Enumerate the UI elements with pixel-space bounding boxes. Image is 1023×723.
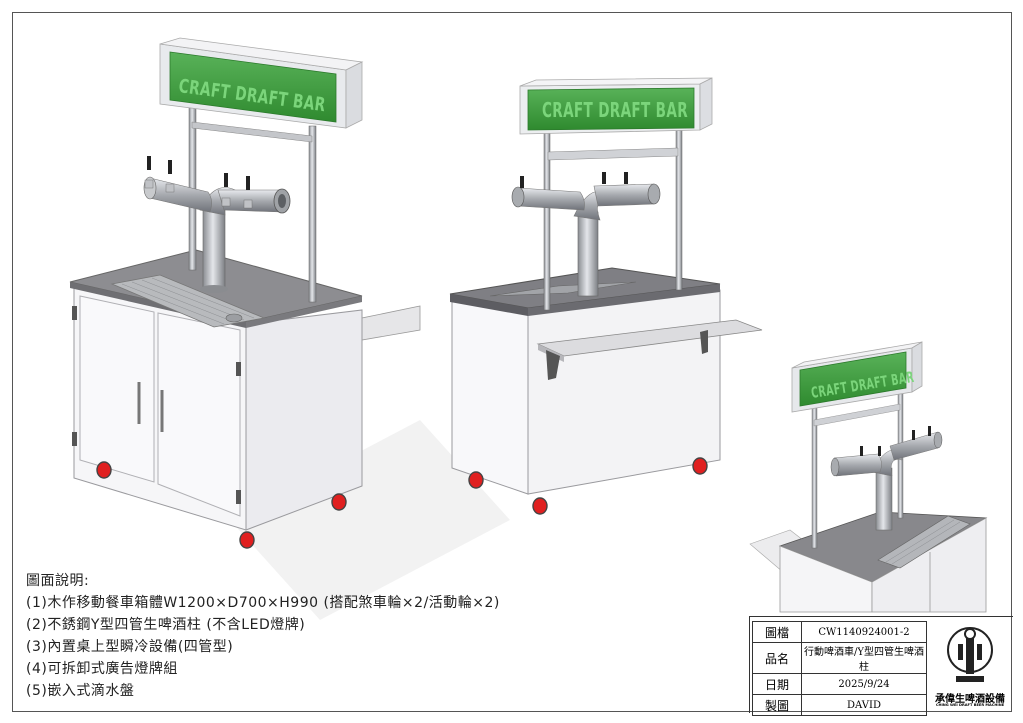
- product-value: 行動啤酒車/Y型四管生啤酒柱: [801, 642, 927, 674]
- drawing-border: [12, 12, 1012, 712]
- table-row: 製圖 DAVID: [752, 694, 927, 716]
- company-logo: 承偉生啤酒設備 CHING WEI DRAFT BEER MACHINE: [930, 620, 1010, 710]
- cart-left: CRAFT DRAFT BAR: [69, 37, 510, 620]
- beer-tap-logo-icon: [947, 627, 993, 682]
- product-label: 品名: [752, 642, 802, 674]
- note-item: (3)內置桌上型瞬冷設備(四管型): [26, 639, 234, 655]
- title-block: 圖檔 CW1140924001-2 品名 行動啤酒車/Y型四管生啤酒柱 日期 2…: [749, 616, 1013, 716]
- cart-right: CRAFT DRAFT BAR: [749, 341, 988, 613]
- table-row: 品名 行動啤酒車/Y型四管生啤酒柱: [752, 642, 927, 674]
- date-label: 日期: [752, 673, 802, 695]
- logo-company-subtitle: CHING WEI DRAFT BEER MACHINE: [935, 703, 1005, 707]
- wheels-middle: [468, 457, 708, 515]
- file-label: 圖檔: [752, 621, 802, 643]
- note-item: (1)木作移動餐車箱體W1200×D700×H990 (搭配煞車輪×2/活動輪×…: [26, 595, 500, 611]
- drafter-label: 製圖: [752, 694, 802, 716]
- file-value: CW1140924001-2: [801, 621, 927, 643]
- drafter-value: DAVID: [801, 694, 927, 716]
- table-row: 日期 2025/9/24: [752, 673, 927, 695]
- date-value: 2025/9/24: [801, 673, 927, 695]
- drawing-notes: 圖面說明: (1)木作移動餐車箱體W1200×D700×H990 (搭配煞車輪×…: [26, 570, 500, 702]
- wheels-left: [96, 461, 347, 549]
- note-item: (2)不銹鋼Y型四管生啤酒柱 (不含LED燈牌): [26, 617, 306, 633]
- title-block-table: 圖檔 CW1140924001-2 品名 行動啤酒車/Y型四管生啤酒柱 日期 2…: [752, 621, 927, 716]
- cart-middle: CRAFT DRAFT BAR: [449, 77, 763, 515]
- sign-middle-text: CRAFT DRAFT BAR: [542, 98, 688, 122]
- logo-company-name: 承偉生啤酒設備: [935, 694, 1005, 705]
- notes-heading: 圖面說明:: [26, 573, 90, 589]
- note-item: (5)嵌入式滴水盤: [26, 683, 135, 699]
- note-item: (4)可拆卸式廣告燈牌組: [26, 661, 178, 677]
- table-row: 圖檔 CW1140924001-2: [752, 621, 927, 643]
